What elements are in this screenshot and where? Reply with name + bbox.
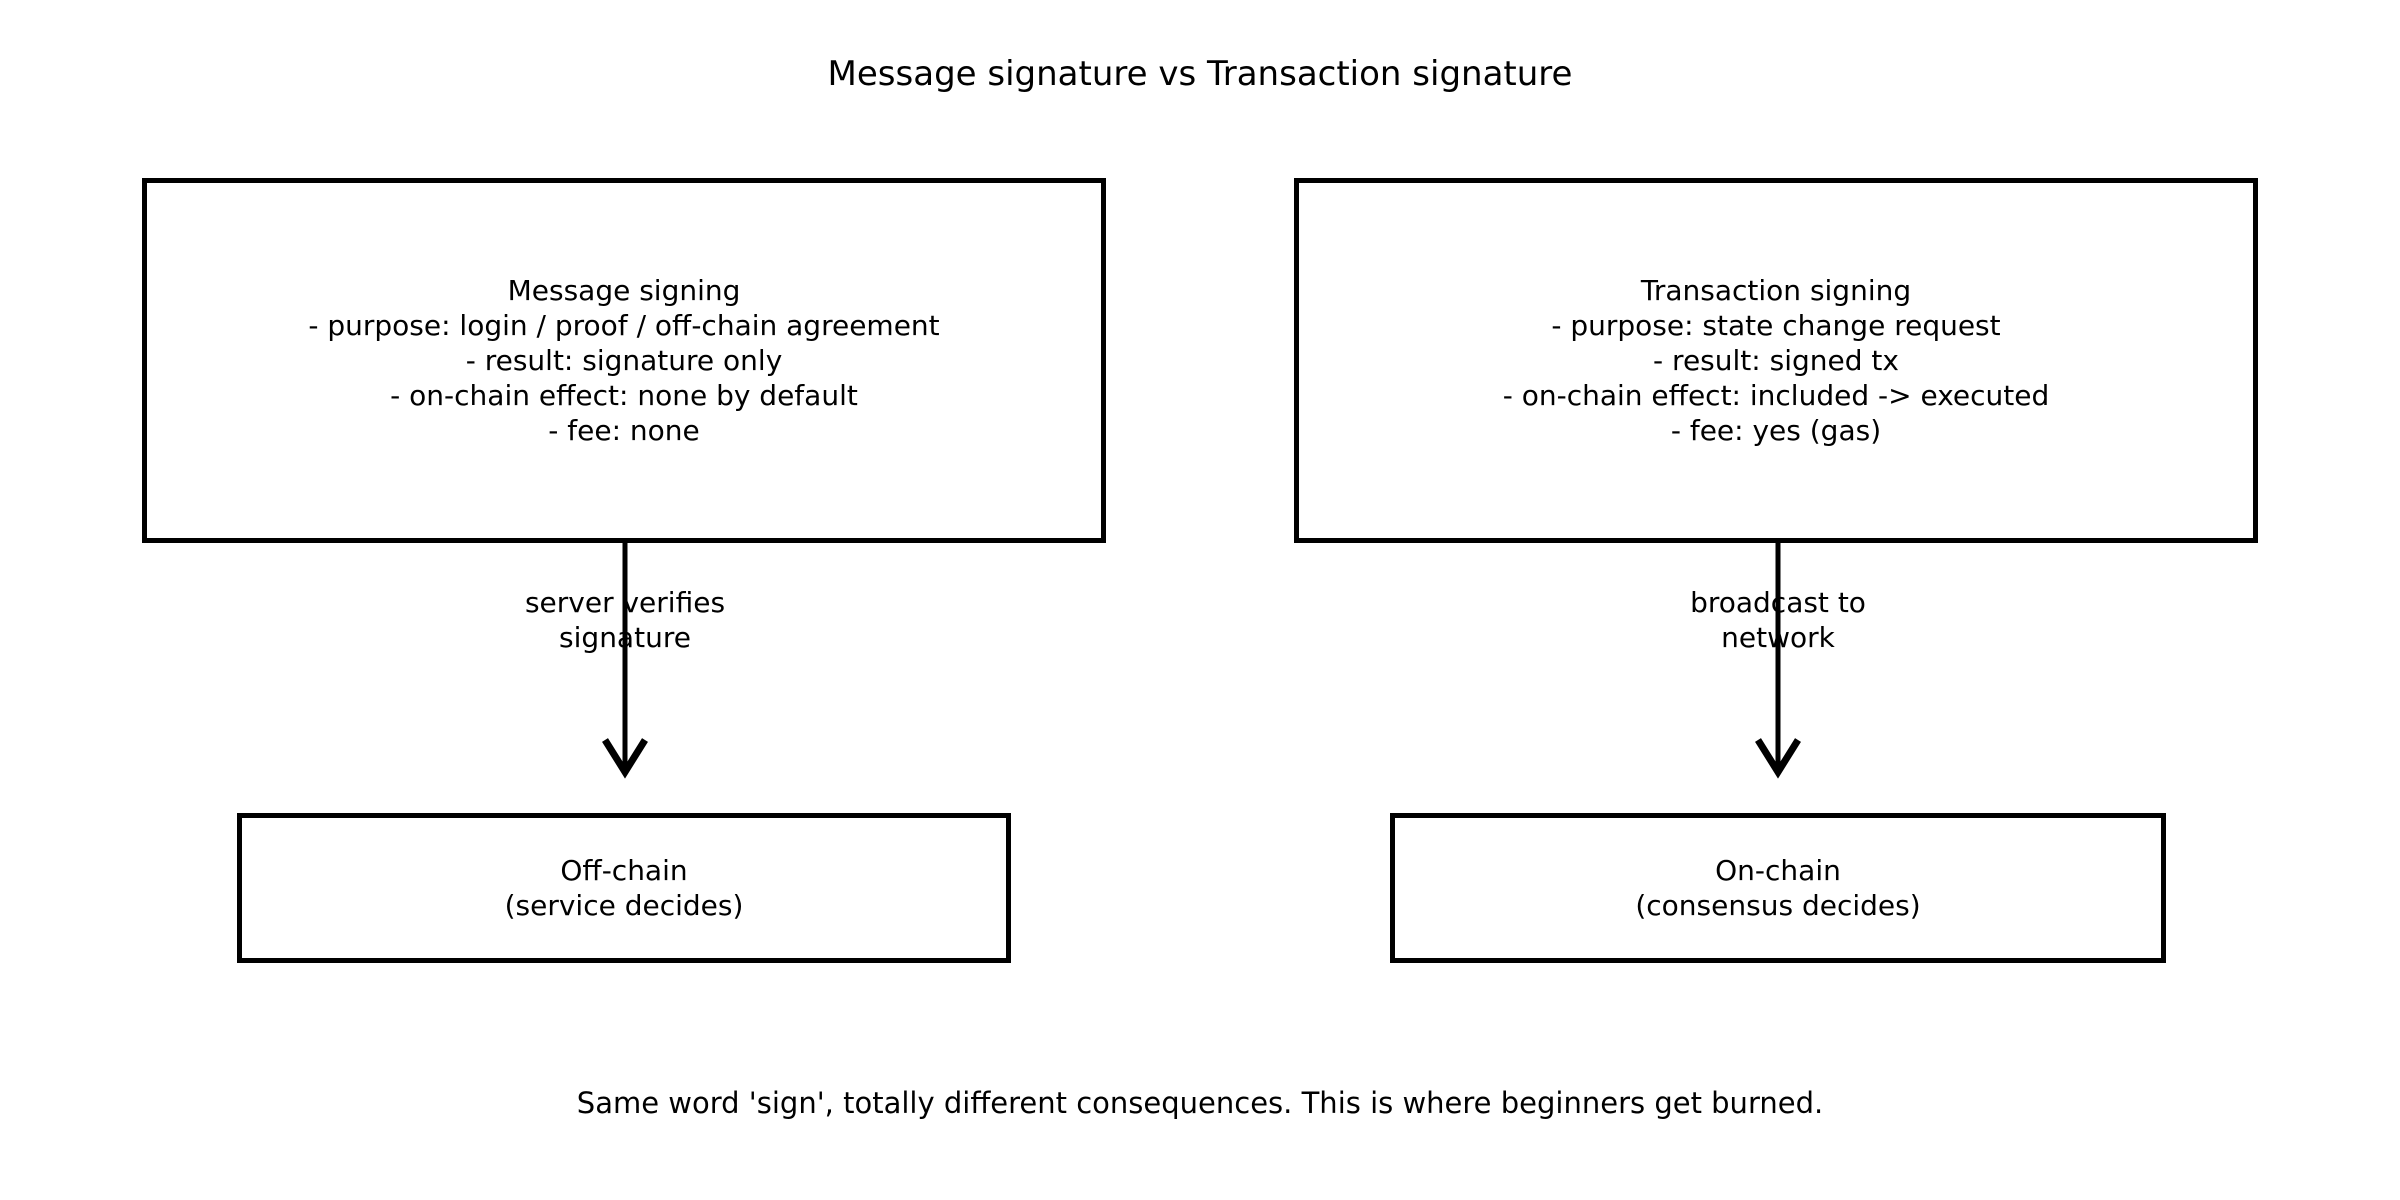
node-off-chain-label: Off-chain (service decides) [504,854,744,922]
diagram-caption: Same word 'sign', totally different cons… [576,1086,1824,1120]
node-off-chain: Off-chain (service decides) [237,813,1011,963]
diagram-title: Message signature vs Transaction signatu… [827,54,1573,94]
arrow-transaction-to-onchain-icon [1755,540,1801,779]
node-message-signing-label: Message signing - purpose: login / proof… [308,274,940,447]
node-message-signing: Message signing - purpose: login / proof… [142,178,1106,543]
node-transaction-signing-label: Transaction signing - purpose: state cha… [1502,274,2050,447]
edge-label-message-to-offchain: server verifies signature [524,586,726,654]
arrow-message-to-offchain-icon [602,540,648,779]
node-transaction-signing: Transaction signing - purpose: state cha… [1294,178,2258,543]
node-on-chain: On-chain (consensus decides) [1390,813,2166,963]
edge-label-transaction-to-onchain: broadcast to network [1690,586,1866,654]
node-on-chain-label: On-chain (consensus decides) [1635,854,1921,922]
